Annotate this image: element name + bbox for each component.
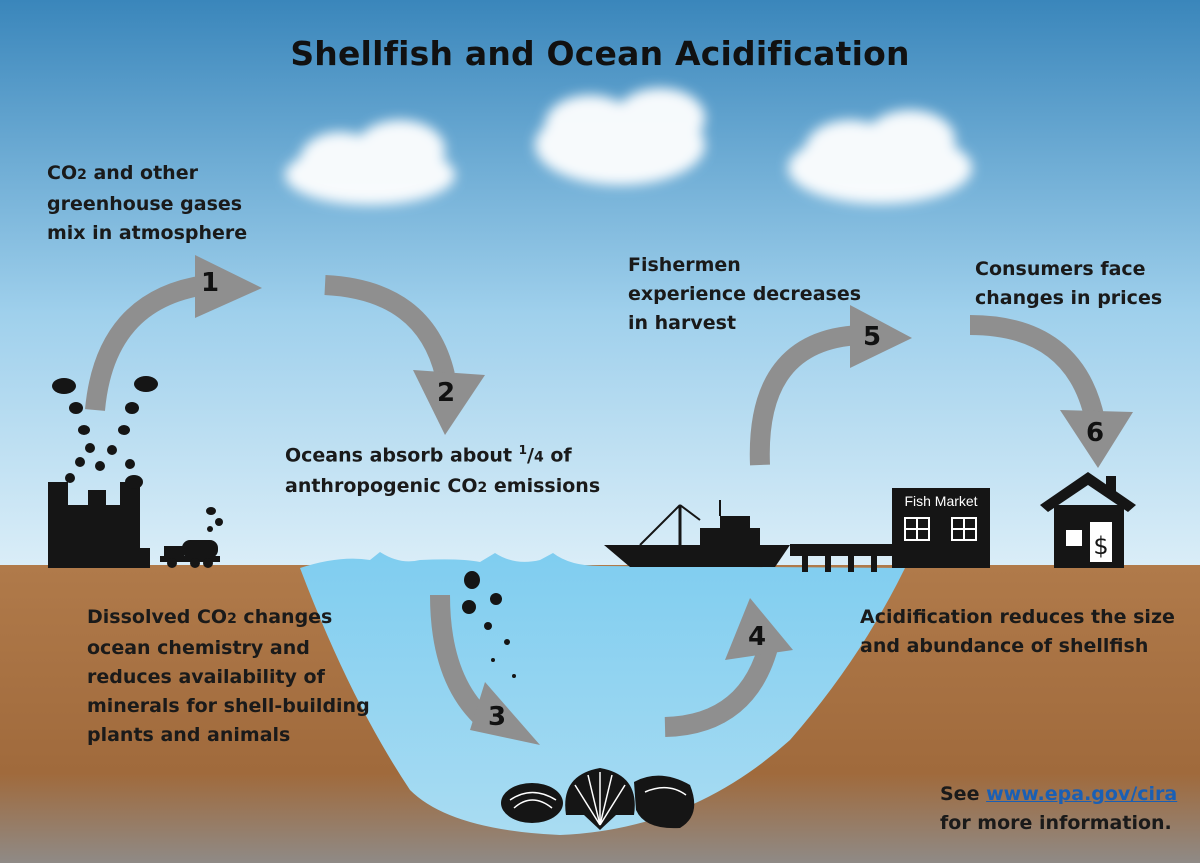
epa-link[interactable]: www.epa.gov/cira: [986, 783, 1177, 805]
step-3-text: Dissolved CO2 changes ocean chemistry an…: [87, 603, 370, 750]
step-1-line-3: mix in atmosphere: [47, 219, 247, 248]
step-number-6: 6: [1075, 418, 1115, 448]
step-4-text: Acidification reduces the size and abund…: [860, 603, 1175, 661]
step-2-text: Oceans absorb about 1/4 of anthropogenic…: [285, 436, 600, 503]
step-1-line-1: CO2 and other: [47, 159, 247, 190]
fish-market-icon: Fish Market: [892, 488, 990, 568]
step-3-line-4: minerals for shell-building: [87, 692, 370, 721]
step-5-text: Fishermen experience decreases in harves…: [628, 251, 861, 338]
step-6-line-2: changes in prices: [975, 284, 1162, 313]
step-number-2: 2: [426, 378, 466, 408]
step-4-line-1: Acidification reduces the size: [860, 603, 1175, 632]
step-number-4: 4: [737, 622, 777, 652]
step-3-line-3: reduces availability of: [87, 663, 370, 692]
step-number-3: 3: [477, 702, 517, 732]
footer-note: See www.epa.gov/cira for more informatio…: [940, 780, 1177, 838]
step-6-line-1: Consumers face: [975, 255, 1162, 284]
step-number-1: 1: [190, 268, 230, 298]
step-3-line-5: plants and animals: [87, 721, 370, 750]
step-1-line-2: greenhouse gases: [47, 190, 247, 219]
step-2-line-2: anthropogenic CO2 emissions: [285, 472, 600, 503]
step-2-line-1: Oceans absorb about 1/4 of: [285, 436, 600, 472]
step-3-line-1: Dissolved CO2 changes: [87, 603, 370, 634]
step-5-line-3: in harvest: [628, 309, 861, 338]
step-1-text: CO2 and other greenhouse gases mix in at…: [47, 159, 247, 248]
step-6-text: Consumers face changes in prices: [975, 255, 1162, 313]
footer-see: See: [940, 783, 979, 805]
footer-line-1: See www.epa.gov/cira: [940, 780, 1177, 809]
step-5-line-1: Fishermen: [628, 251, 861, 280]
clam-icon: [501, 783, 563, 823]
footer-line-2: for more information.: [940, 809, 1177, 838]
page-title: Shellfish and Ocean Acidification: [0, 34, 1200, 73]
market-sign: Fish Market: [904, 493, 977, 509]
step-5-line-2: experience decreases: [628, 280, 861, 309]
step-3-line-2: ocean chemistry and: [87, 634, 370, 663]
dollar-sign: $: [1093, 532, 1108, 560]
step-4-line-2: and abundance of shellfish: [860, 632, 1175, 661]
